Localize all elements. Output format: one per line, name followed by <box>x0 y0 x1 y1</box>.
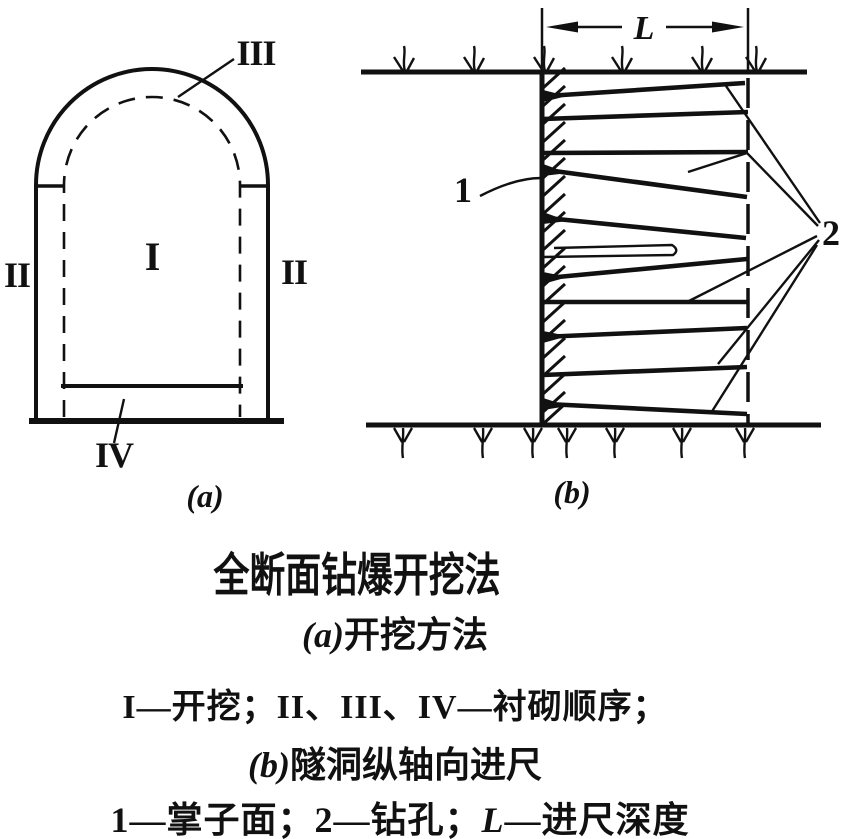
label-iii-leader <box>177 58 235 98</box>
face-hatching <box>541 66 567 426</box>
label-iii: III <box>236 33 275 73</box>
caption-a-text: 开挖方法 <box>343 615 488 655</box>
label-1-leader <box>479 176 542 198</box>
grass-tuft-symbols <box>392 45 768 72</box>
legend-b-post: —进尺深度 <box>504 800 690 839</box>
tunnel-inner-dashed-outline <box>62 95 242 417</box>
caption-b-prefix: (b) <box>248 745 290 785</box>
caption-method-a: (a)开挖方法 <box>0 606 790 658</box>
tunnel-outer-outline <box>34 67 270 421</box>
figure-title: 全断面钻爆开挖法 <box>213 550 501 601</box>
diagram-a-cross-section: III I II II IV (a) <box>4 33 308 514</box>
label-2: 2 <box>822 213 840 253</box>
label-iv-leader <box>112 398 126 444</box>
caption-a-prefix: (a) <box>302 615 344 655</box>
label-L: L <box>633 10 655 47</box>
root-symbols <box>392 427 756 459</box>
drill-hole-lines <box>541 80 749 417</box>
label-2-leaders <box>687 85 821 414</box>
caption-method-b: (b)隧洞纵轴向进尺 <box>0 736 790 788</box>
drill-hole-short-outline <box>542 243 678 259</box>
caption-b-label: (b) <box>553 474 590 510</box>
diagram-b-longitudinal: L 1 2 (b) <box>361 8 840 510</box>
caption-b-text: 隧洞纵轴向进尺 <box>289 745 542 785</box>
label-ii-left: II <box>4 255 30 295</box>
label-iv: IV <box>95 435 134 475</box>
caption-a-label: (a) <box>186 478 223 514</box>
legend-b: 1—掌子面；2—钻孔；L—进尺深度 <box>0 791 800 839</box>
drill-hole-face-wedges <box>543 90 568 410</box>
legend-b-pre: 1—掌子面；2—钻孔； <box>110 800 482 839</box>
label-i: I <box>145 234 160 279</box>
legend-b-L: L <box>481 800 505 839</box>
legend-a: I—开挖；II、III、IV—衬砌顺序； <box>122 689 668 726</box>
label-ii-right: II <box>281 252 307 292</box>
label-1: 1 <box>454 170 472 210</box>
